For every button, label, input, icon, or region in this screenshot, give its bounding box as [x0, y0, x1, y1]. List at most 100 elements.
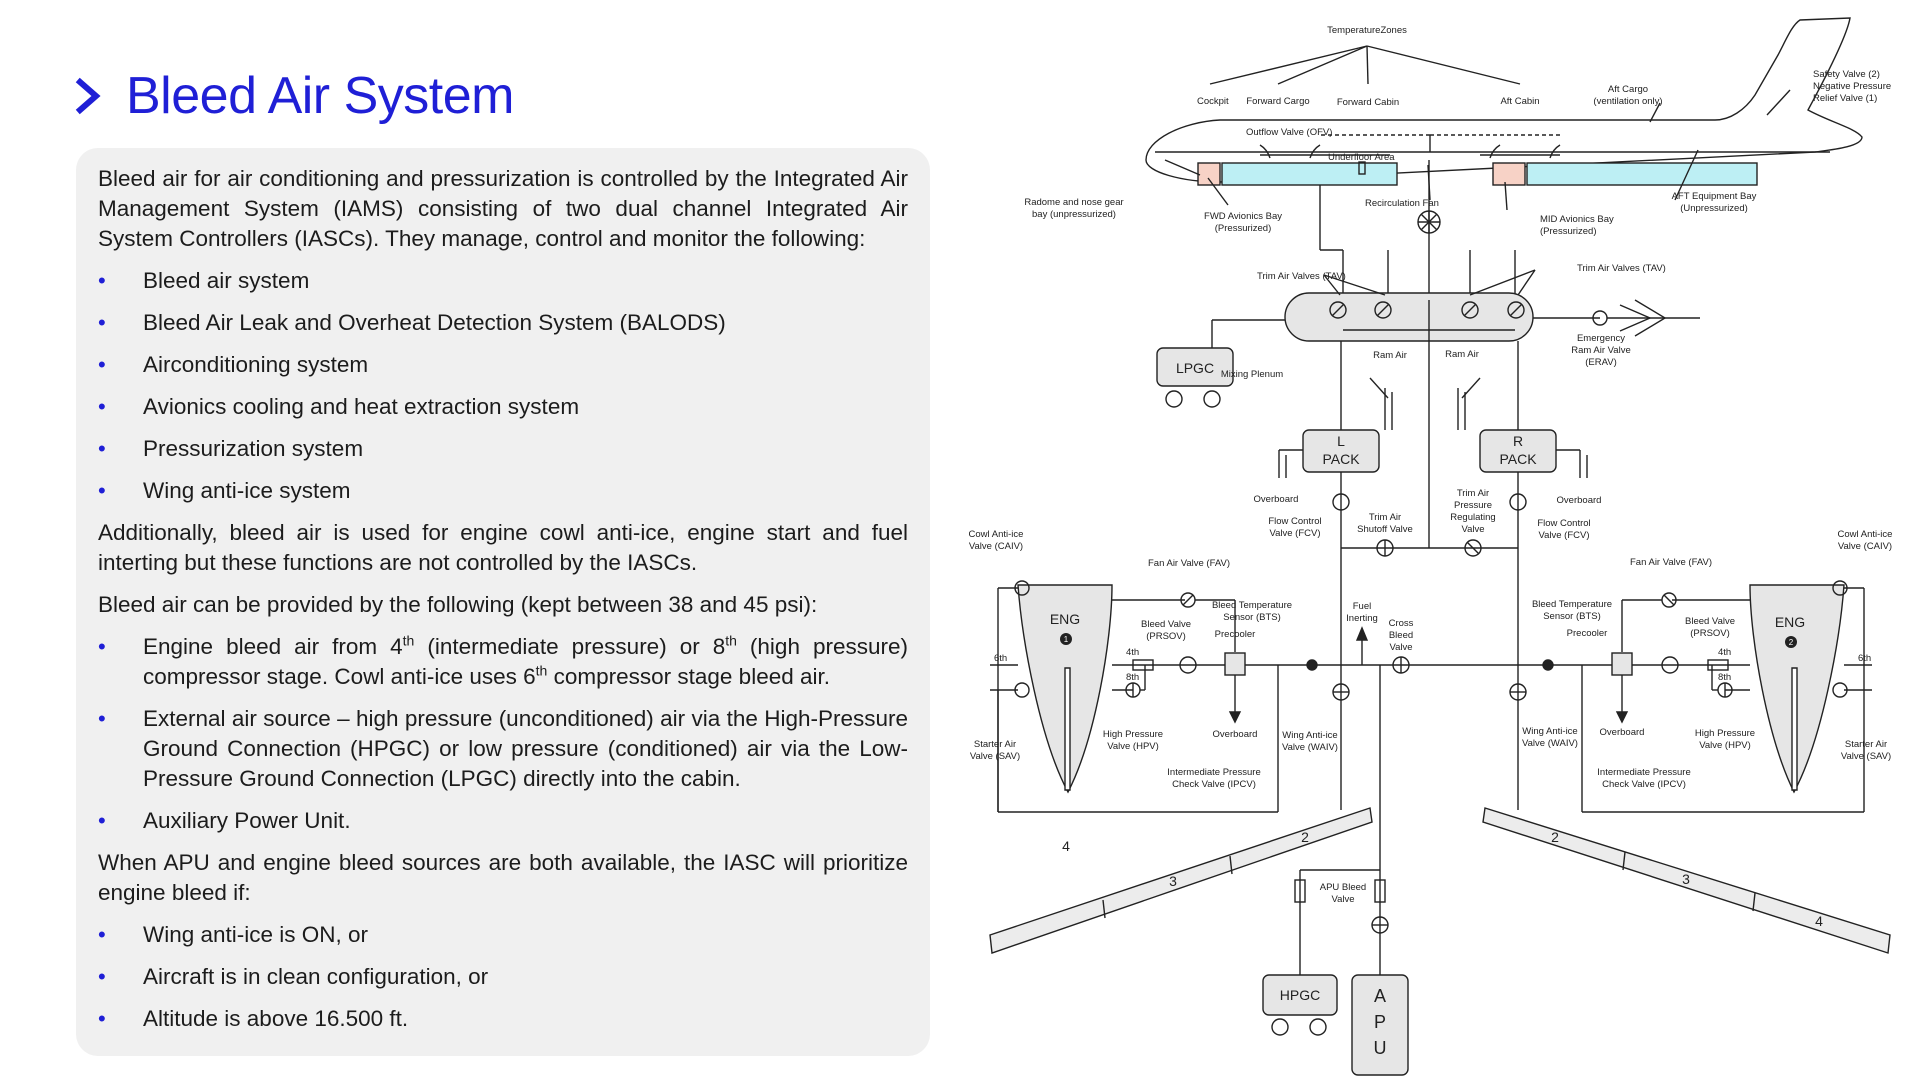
list-item: Bleed air system [98, 266, 908, 296]
engine-1-number: 1 [1064, 635, 1069, 644]
label-bts-right: Bleed Temperature [1532, 599, 1612, 610]
fwd-cabin-zone [1221, 162, 1398, 186]
label-taprv-2: Pressure [1454, 500, 1492, 511]
label-fcv-left: Flow Control [1268, 516, 1321, 527]
label-tasv-2: Shutoff Valve [1357, 524, 1413, 535]
label-ipcv-right-2: Check Valve (IPCV) [1602, 779, 1686, 790]
label-radome-note: bay (unpressurized) [1032, 209, 1116, 220]
label-aft-cargo: Aft Cargo [1608, 84, 1648, 95]
label-wing-right-3: 3 [1682, 871, 1690, 887]
label-erav-3: (ERAV) [1585, 357, 1617, 368]
label-waiv-left-2: Valve (WAIV) [1282, 742, 1338, 753]
label-r-pack: PACK [1499, 451, 1537, 467]
label-4th-left: 4th [1126, 647, 1139, 658]
apu-unit [1351, 974, 1409, 1076]
list-item: Aircraft is in clean configuration, or [98, 962, 908, 992]
label-waiv-right-2: Valve (WAIV) [1522, 738, 1578, 749]
label-fuel-inerting: Fuel [1353, 601, 1371, 612]
mixing-plenum [1284, 292, 1534, 342]
label-hpv-right-2: Valve (HPV) [1699, 740, 1751, 751]
label-hpgc: HPGC [1280, 987, 1320, 1003]
label-mid-avionics: MID Avionics Bay [1540, 214, 1614, 225]
priority-list: Wing anti-ice is ON, or Aircraft is in c… [98, 920, 908, 1034]
label-safety-valve: Safety Valve (2) [1813, 69, 1880, 80]
text-run: (high pressure) compressor stage. Cowl a… [143, 634, 908, 689]
label-l-pack-letter: L [1337, 433, 1345, 449]
label-6th-left: 6th [994, 653, 1007, 664]
label-hpv-left: High Pressure [1103, 729, 1163, 740]
header: Bleed Air System [74, 66, 514, 126]
label-fuel-inerting-2: Inerting [1346, 613, 1378, 624]
list-item: Auxiliary Power Unit. [98, 806, 908, 836]
engine-1-badge [1060, 633, 1072, 645]
label-sav-right: Starter Air [1845, 739, 1887, 750]
label-wing-left-4: 4 [1062, 838, 1070, 854]
list-item: Wing anti-ice is ON, or [98, 920, 908, 950]
label-forward-cargo: Forward Cargo [1246, 96, 1309, 107]
label-eng-right: ENG [1775, 614, 1805, 630]
wing-right [1482, 807, 1891, 954]
superscript: th [535, 662, 548, 679]
list-item-engine-bleed: Engine bleed air from 4th (intermediate … [98, 632, 908, 692]
label-wing-right-4: 4 [1815, 913, 1823, 929]
additional-paragraph: Additionally, bleed air is used for engi… [98, 520, 908, 575]
label-fcv-right: Flow Control [1537, 518, 1590, 529]
trim-air-valve [1507, 301, 1525, 319]
label-temperature-zones: TemperatureZones [1327, 25, 1407, 36]
label-hpv-right: High Pressure [1695, 728, 1755, 739]
label-prsov-right: Bleed Valve [1685, 616, 1735, 627]
precooler-left [1224, 652, 1246, 676]
sources-list: Engine bleed air from 4th (intermediate … [98, 632, 908, 836]
list-item: External air source – high pressure (unc… [98, 704, 908, 794]
label-aft-cargo-note: (ventilation only) [1593, 96, 1662, 107]
superscript: th [725, 632, 737, 649]
bts-right [1542, 659, 1554, 671]
label-prsov-left-2: (PRSOV) [1146, 631, 1186, 642]
label-8th-left: 8th [1126, 672, 1139, 683]
label-caiv-left: Cowl Anti-ice [969, 529, 1024, 540]
fcv-left [1332, 493, 1350, 511]
trim-air-valve [1329, 301, 1347, 319]
label-ram-air-left: Ram Air [1373, 350, 1407, 361]
label-bts-right-2: Sensor (BTS) [1543, 611, 1601, 622]
label-mixing-plenum: Mixing Plenum [1221, 369, 1283, 380]
label-erav-2: Ram Air Valve [1571, 345, 1630, 356]
label-ipcv-left-2: Check Valve (IPCV) [1172, 779, 1256, 790]
wing-left [989, 807, 1373, 954]
label-mid-avionics-note: (Pressurized) [1540, 226, 1597, 237]
superscript: th [402, 632, 415, 649]
label-taprv: Trim Air [1457, 488, 1489, 499]
label-ram-air-right: Ram Air [1445, 349, 1479, 360]
priority-intro: When APU and engine bleed sources are bo… [98, 850, 908, 905]
label-outflow-valve: Outflow Valve (OFV) [1246, 127, 1332, 138]
label-apu-a: A [1374, 986, 1386, 1006]
sources-intro: Bleed air can be provided by the followi… [98, 592, 818, 617]
label-ipcv-left: Intermediate Pressure [1167, 767, 1260, 778]
text-run: compressor stage bleed air. [547, 664, 831, 689]
prsov-left [1132, 659, 1154, 671]
trim-air-valve [1374, 301, 1392, 319]
text-run: (intermediate pressure) or 8 [414, 634, 726, 659]
list-item: Altitude is above 16.500 ft. [98, 1004, 908, 1034]
list-item: Pressurization system [98, 434, 908, 464]
chevron-right-icon [75, 77, 101, 115]
label-cockpit: Cockpit [1197, 96, 1229, 107]
engine-2-number: 2 [1789, 638, 1794, 647]
text-run: Engine bleed air from 4 [143, 634, 403, 659]
label-bts-left-2: Sensor (BTS) [1223, 612, 1281, 623]
label-apu-u: U [1374, 1038, 1387, 1058]
label-caiv-left-2: Valve (CAIV) [969, 541, 1023, 552]
fcv-right [1509, 493, 1527, 511]
intro-paragraph: Bleed air for air conditioning and press… [98, 166, 908, 251]
label-sav-left: Starter Air [974, 739, 1016, 750]
label-waiv-right: Wing Anti-ice [1522, 726, 1577, 737]
hpgc-check-valve [1294, 879, 1306, 903]
label-6th-right: 6th [1858, 653, 1871, 664]
managed-systems-list: Bleed air system Bleed Air Leak and Over… [98, 266, 908, 506]
bts-left [1306, 659, 1318, 671]
prsov-right [1707, 659, 1729, 671]
label-apu-p: P [1374, 1012, 1386, 1032]
label-sav-left-2: Valve (SAV) [970, 751, 1020, 762]
list-item: Avionics cooling and heat extraction sys… [98, 392, 908, 422]
label-erav: Emergency [1577, 333, 1625, 344]
